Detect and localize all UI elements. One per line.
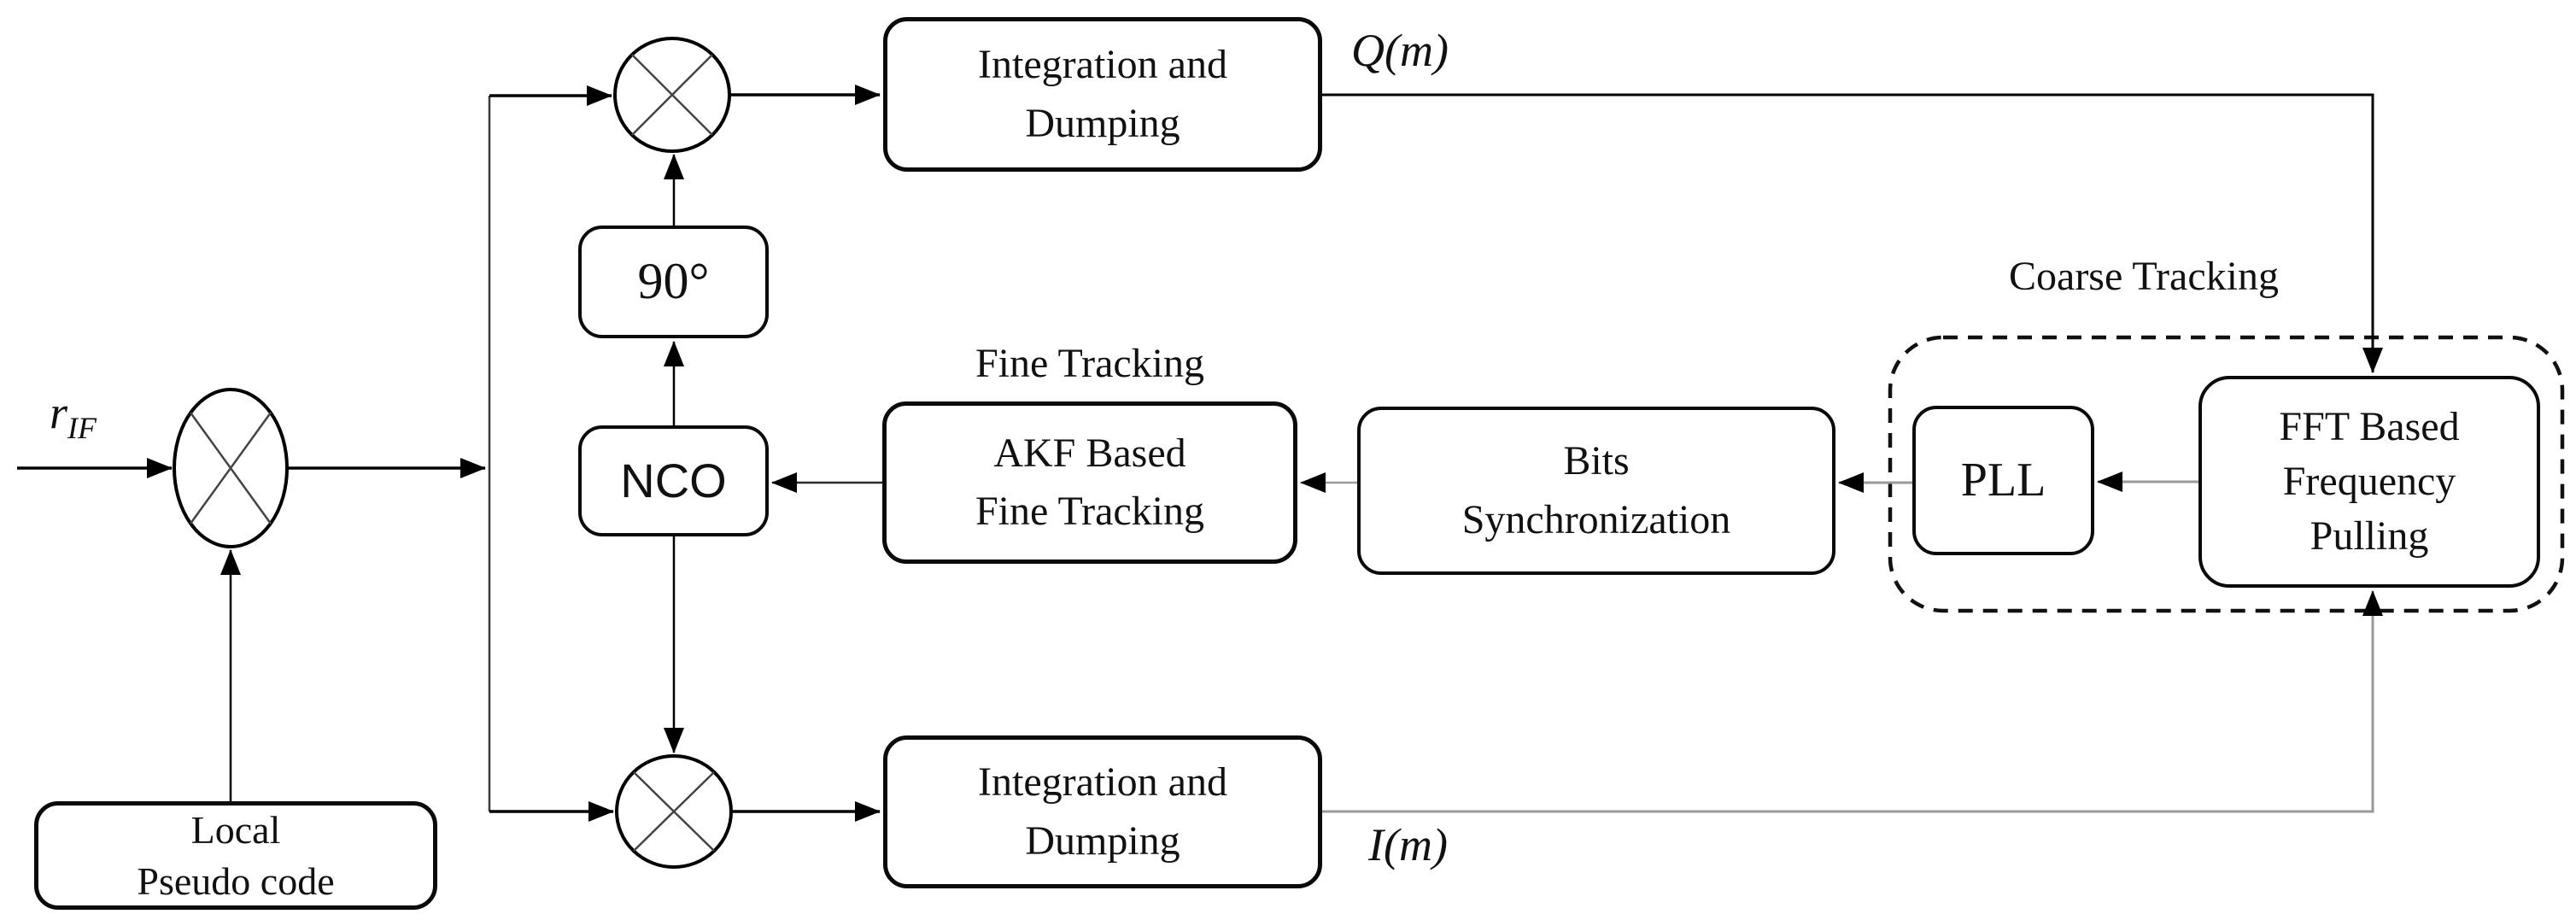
block-pll: PLL (1912, 406, 2094, 555)
block-label-line: Dumping (1025, 100, 1180, 146)
i-output-label: I(m) (1368, 819, 1448, 870)
block-label-line: FFT Based (2279, 404, 2460, 450)
block-label-line: Synchronization (1461, 496, 1731, 542)
block-integration-dumping-bottom: Integration and Dumping (883, 735, 1322, 888)
wire-qm-to-fft (1322, 93, 2383, 373)
input-signal-subscript: IF (67, 411, 97, 445)
block-label-line: Bits (1563, 438, 1630, 484)
block-label-line: Local (190, 807, 281, 852)
block-label-line: Pulling (2310, 513, 2429, 559)
block-nco: NCO (578, 425, 769, 536)
block-integration-dumping-top: Integration and Dumping (883, 17, 1322, 172)
block-fft-frequency-pulling: FFT Based Frequency Pulling (2198, 376, 2540, 588)
block-akf-fine-tracking: AKF Based Fine Tracking (882, 401, 1297, 564)
block-label-line: Frequency (2282, 459, 2456, 505)
block-label-line: Integration and (978, 42, 1227, 88)
block-label: NCO (620, 454, 727, 508)
block-label-line: Fine Tracking (975, 489, 1205, 534)
block-bits-synchronization: Bits Synchronization (1357, 407, 1835, 575)
input-multiplier-icon (173, 388, 289, 548)
wire-im-to-fft (1322, 590, 2383, 813)
input-signal-label: rIF (50, 386, 97, 446)
block-label-line: AKF Based (993, 430, 1186, 476)
block-label-line: Integration and (978, 759, 1227, 806)
q-multiplier-icon (613, 37, 731, 153)
block-local-pseudo-code: Local Pseudo code (34, 801, 437, 910)
i-multiplier-icon (615, 754, 733, 869)
block-label: PLL (1960, 453, 2046, 507)
coarse-tracking-section-label: Coarse Tracking (2009, 254, 2279, 299)
fine-tracking-section-label: Fine Tracking (975, 341, 1205, 386)
block-label: 90° (637, 253, 710, 310)
block-label-line: Pseudo code (137, 858, 335, 903)
block-label-line: Dumping (1025, 817, 1180, 864)
q-output-label: Q(m) (1351, 25, 1449, 76)
block-90-degree-phase-shift: 90° (578, 226, 769, 338)
input-signal-base: r (50, 387, 68, 438)
